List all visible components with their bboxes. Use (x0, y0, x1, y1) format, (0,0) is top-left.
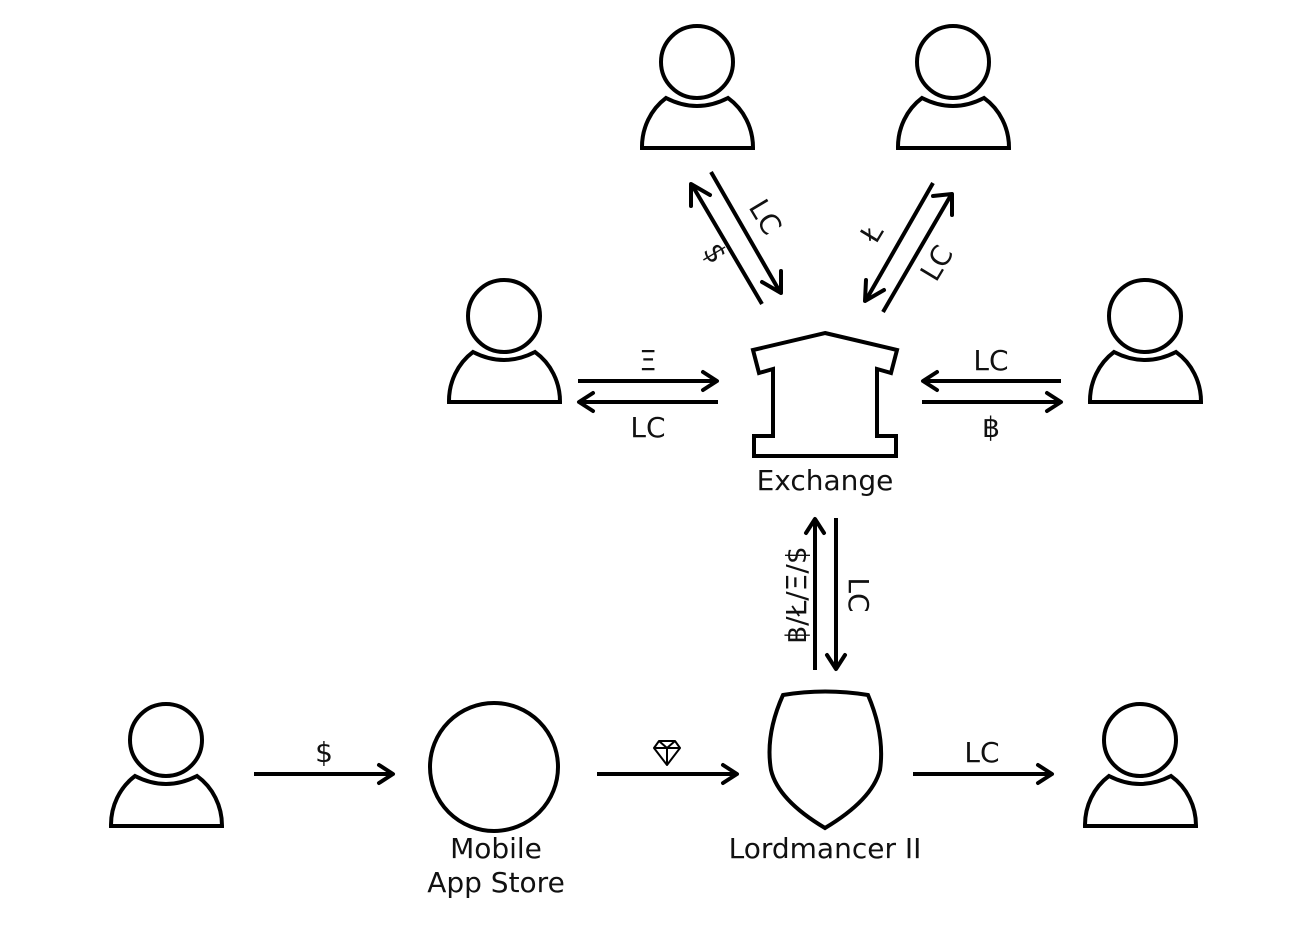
game-node: Lordmancer II (729, 689, 922, 865)
edge-label: Ł (853, 218, 890, 250)
game-label: Lordmancer II (729, 832, 922, 865)
edge-label: LC (742, 194, 788, 241)
edge-label: Ξ (639, 344, 657, 377)
person-body-icon (895, 95, 1012, 150)
user-top-left (639, 24, 756, 150)
user-bottom-right (1082, 702, 1199, 828)
edge-exchange-to-user-mid-right: ฿ (922, 391, 1063, 444)
exchange-label: Exchange (757, 464, 894, 497)
person-head-icon (1102, 702, 1178, 778)
circle-icon (428, 701, 560, 833)
diamond-gem-icon (653, 740, 681, 766)
shield-icon (767, 689, 884, 831)
user-top-right (895, 24, 1012, 150)
edge-user-mid-right-to-exchange: LC (921, 344, 1061, 392)
person-body-icon (1087, 349, 1204, 404)
person-head-icon (1107, 278, 1183, 354)
person-head-icon (466, 278, 542, 354)
person-body-icon (1082, 773, 1199, 828)
person-head-icon (659, 24, 735, 100)
app-store-label-line1: Mobile (450, 832, 542, 865)
edge-label: $ (315, 736, 333, 769)
person-head-icon (915, 24, 991, 100)
edge-label: LC (964, 736, 999, 769)
person-body-icon (446, 349, 563, 404)
edge-label: $ (696, 237, 733, 269)
edge-user-top-right-to-exchange: Ł (853, 182, 935, 303)
person-body-icon (108, 773, 225, 828)
edge-label: LC (842, 577, 875, 612)
edge-label: LC (630, 411, 665, 444)
edge-exchange-to-user-mid-left: LC (577, 391, 718, 444)
edge-app-store-to-game (597, 740, 739, 785)
user-mid-right (1087, 278, 1204, 404)
person-body-icon (639, 95, 756, 150)
edge-game-to-user-bottom-right: LC (913, 736, 1054, 785)
user-bottom-left (108, 702, 225, 828)
person-head-icon (128, 702, 204, 778)
app-store-node: Mobile App Store (427, 701, 565, 899)
edge-label: ฿ (982, 411, 1000, 444)
edge-exchange-to-game: LC (825, 518, 875, 671)
edge-game-to-exchange: ฿/Ł/Ξ/$ (780, 517, 826, 670)
edge-user-to-app-store: $ (254, 736, 395, 785)
exchange-node: Exchange (750, 330, 900, 497)
edge-label: LC (973, 344, 1008, 377)
edge-user-top-left-to-exchange: LC (709, 171, 788, 295)
app-store-label-line2: App Store (427, 866, 565, 899)
bank-building-icon (750, 330, 900, 458)
edge-user-mid-left-to-exchange: Ξ (578, 344, 719, 392)
user-mid-left (446, 278, 563, 404)
edge-label: ฿/Ł/Ξ/$ (780, 546, 813, 643)
